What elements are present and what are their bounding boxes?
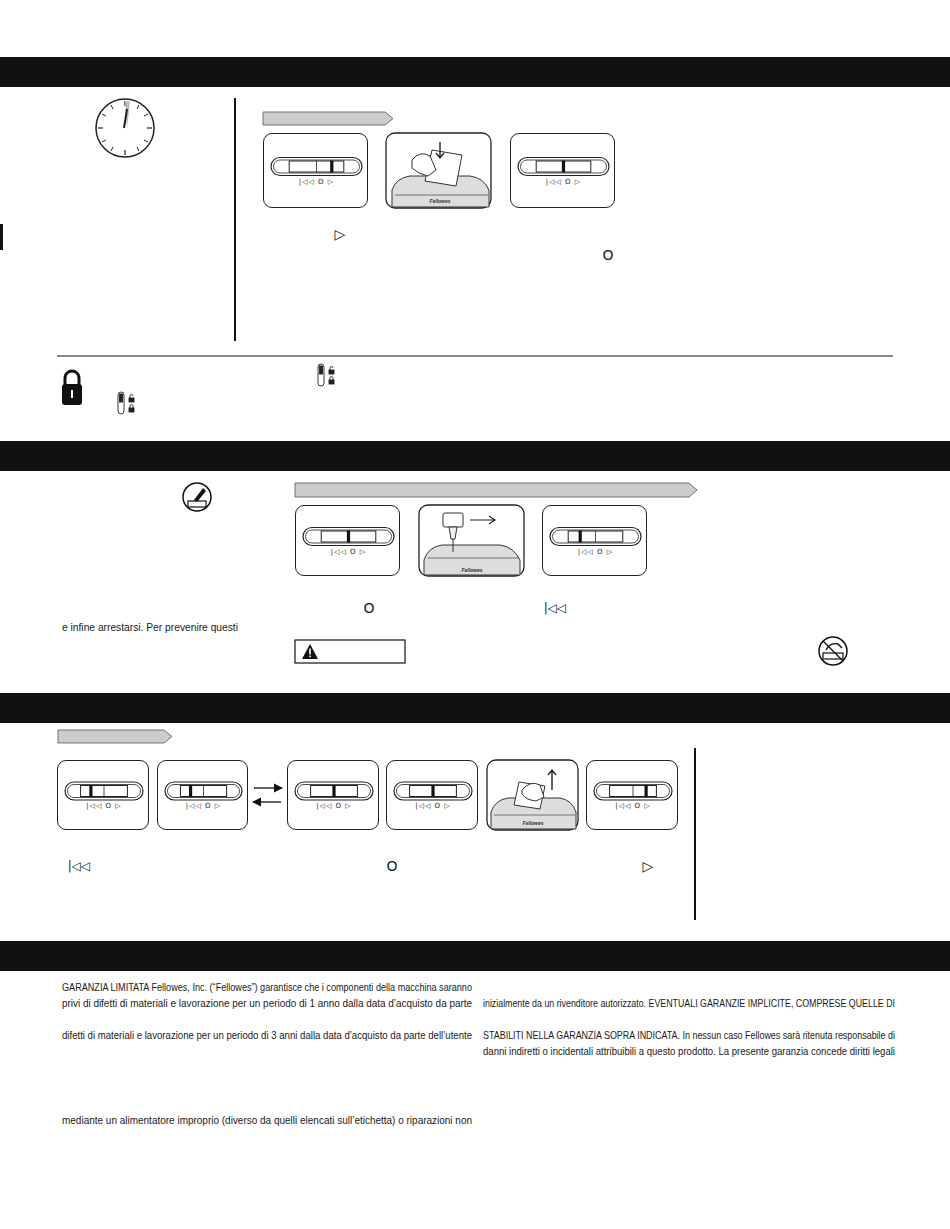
switch-panel: |◁◁ O ▷ <box>510 133 615 208</box>
switch-drawing <box>296 506 401 577</box>
switch-drawing <box>511 134 616 209</box>
no-hands-icon <box>819 637 847 665</box>
switch-symbols: |◁◁ O ▷ <box>299 179 334 186</box>
warning-box <box>295 640 405 663</box>
lock-switch-icon <box>118 392 134 414</box>
header-band <box>0 57 950 87</box>
switch-symbols: |◁◁ O ▷ <box>86 803 121 810</box>
divider-line <box>234 98 236 341</box>
body-text: e infine arrestarsi. Per prevenire quest… <box>62 622 238 633</box>
padlock-icon <box>62 371 82 405</box>
brand-logo: Fellowes <box>522 821 543 826</box>
switch-panel: |◁◁ O ▷ <box>287 760 379 830</box>
switch-drawing <box>587 761 679 831</box>
warranty-text: difetti di materiali e lavorazione per u… <box>62 1030 472 1041</box>
switch-drawing <box>158 761 249 831</box>
switch-symbols: |◁◁ O ▷ <box>415 803 450 810</box>
warranty-text: mediante un alimentatore improprio (dive… <box>62 1115 472 1126</box>
warranty-text: STABILITI NELLA GARANZIA SOPRA INDICATA.… <box>483 1030 895 1041</box>
switch-symbols: |◁◁ O ▷ <box>578 549 613 556</box>
oil-icon <box>183 483 211 511</box>
header-band <box>0 693 950 723</box>
shredder-oil-panel <box>419 505 524 576</box>
switch-panel: |◁◁ O ▷ <box>57 760 149 830</box>
switch-drawing <box>387 761 479 831</box>
switch-drawing <box>288 761 380 831</box>
header-band <box>0 441 950 471</box>
switch-symbols: |◁◁ O ▷ <box>546 179 581 186</box>
switch-drawing <box>58 761 150 831</box>
switch-symbol: ▷ <box>643 859 654 873</box>
warranty-text: GARANZIA LIMITATA Fellowes, Inc. (“Fello… <box>62 982 472 993</box>
brand-logo: Fellowes <box>429 199 450 204</box>
switch-symbols: |◁◁ O ▷ <box>331 549 366 556</box>
warranty-text: inizialmente da un rivenditore autorizza… <box>483 998 895 1009</box>
switch-symbols: |◁◁ O ▷ <box>615 803 650 810</box>
switch-drawing <box>264 134 369 209</box>
switch-symbol: O <box>363 601 374 615</box>
switch-panel: |◁◁ O ▷ <box>263 133 368 208</box>
switch-symbol: O <box>602 248 613 262</box>
shredder-feed-panel <box>386 133 491 208</box>
switch-panel: |◁◁ O ▷ <box>542 505 647 576</box>
clock-icon <box>96 99 154 157</box>
switch-symbol: O <box>386 859 397 873</box>
switch-drawing <box>543 506 648 577</box>
direction-arrow <box>253 801 281 802</box>
warranty-text: danni indiretti o incidentali attribuibi… <box>483 1046 895 1057</box>
step-arrow-band <box>263 112 393 125</box>
switch-symbols: |◁◁ O ▷ <box>316 803 351 810</box>
switch-symbol: ▷ <box>335 227 346 241</box>
switch-panel: |◁◁ O ▷ <box>386 760 478 830</box>
switch-symbol: |◁◁ <box>68 860 91 872</box>
brand-logo: Fellowes <box>461 568 482 573</box>
switch-panel: |◁◁ O ▷ <box>586 760 678 830</box>
divider-line <box>694 748 696 920</box>
switch-symbols: |◁◁ O ▷ <box>186 803 221 810</box>
switch-panel: |◁◁ O ▷ <box>295 505 400 576</box>
switch-panel: |◁◁ O ▷ <box>157 760 248 830</box>
step-arrow-band <box>295 483 697 497</box>
edge-tick <box>0 224 3 250</box>
shredder-remove-panel <box>487 760 578 830</box>
divider-line <box>57 356 893 357</box>
switch-symbol: |◁◁ <box>544 602 567 614</box>
header-band <box>0 941 950 971</box>
lock-switch-icon <box>318 364 334 386</box>
warranty-text: privi di difetti di materiali e lavorazi… <box>62 998 472 1009</box>
step-arrow-band <box>58 730 172 743</box>
direction-arrow <box>254 787 282 788</box>
